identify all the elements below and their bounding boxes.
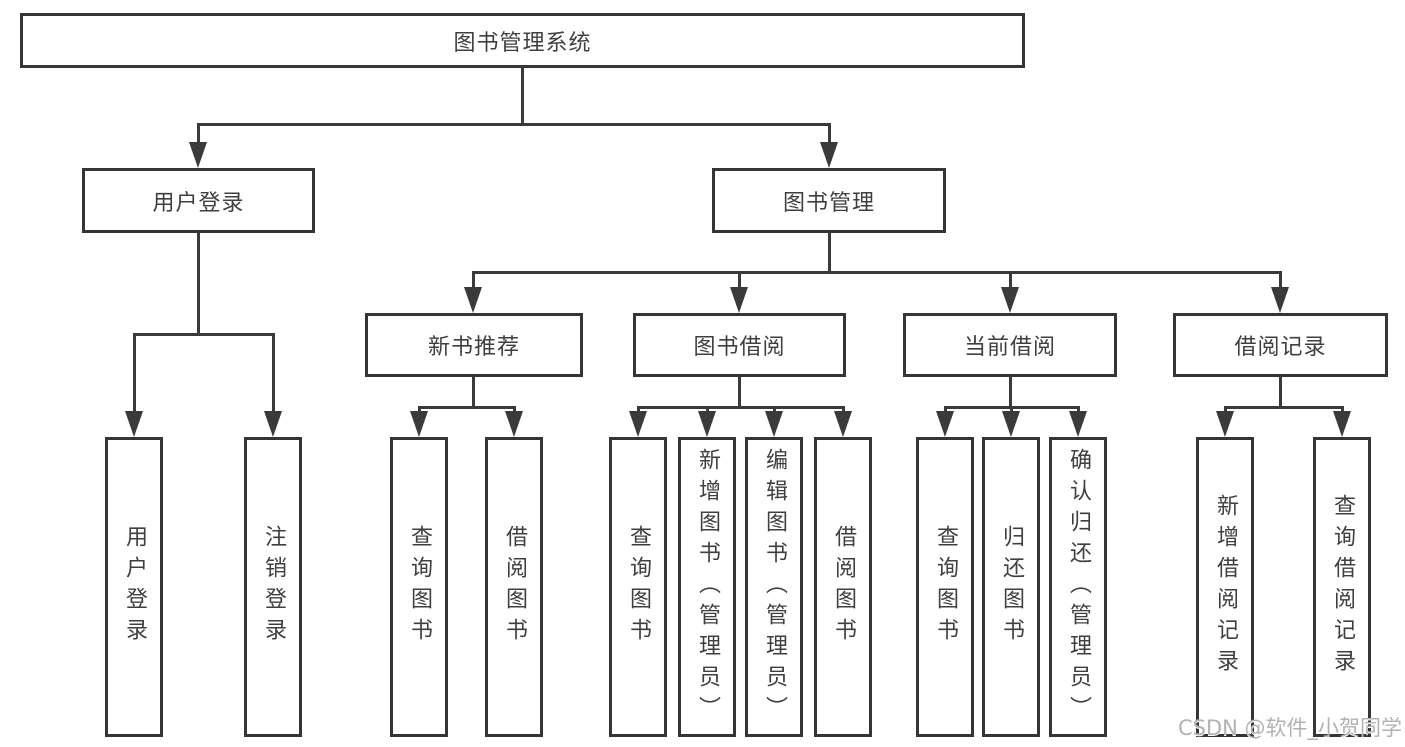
leaf-borrow-books: 借阅图书 — [814, 437, 872, 737]
leaf-confirm-return-admin: 确认归还（管理员） — [1049, 437, 1107, 737]
arrowhead — [698, 411, 716, 437]
leaf-recommend-borrow-books: 借阅图书 — [485, 437, 543, 737]
connector-line — [513, 406, 516, 414]
node-root: 图书管理系统 — [20, 13, 1025, 68]
node-book-management-label: 图书管理 — [782, 190, 875, 216]
leaf-borrow-books-label: 借阅图书 — [831, 525, 856, 649]
leaf-add-books-admin-label: 新增图书（管理员） — [695, 447, 720, 727]
connector-line — [1341, 406, 1344, 414]
leaf-user-login: 用户登录 — [105, 437, 163, 737]
connector-line — [418, 406, 421, 414]
connector-line — [472, 271, 475, 291]
connector-line — [637, 406, 845, 409]
arrowhead — [264, 411, 282, 437]
connector-line — [1224, 406, 1227, 414]
connector-line — [197, 233, 200, 336]
node-borrow-records: 借阅记录 — [1173, 313, 1388, 377]
connector-line — [521, 68, 524, 126]
leaf-edit-books-admin: 编辑图书（管理员） — [745, 437, 803, 737]
connector-line — [738, 271, 741, 291]
leaf-query-borrow-record: 查询借阅记录 — [1313, 437, 1371, 737]
arrowhead — [1069, 411, 1087, 437]
connector-line — [944, 406, 947, 414]
connector-line — [197, 123, 200, 145]
leaf-return-books-label: 归还图书 — [999, 525, 1024, 649]
arrowhead — [505, 411, 523, 437]
leaf-current-query-books-label: 查询图书 — [933, 525, 958, 649]
connector-line — [828, 123, 831, 145]
leaf-borrow-query-books-label: 查询图书 — [626, 525, 651, 649]
connector-line — [133, 333, 136, 413]
leaf-borrow-query-books: 查询图书 — [609, 437, 667, 737]
node-new-book-recommend-label: 新书推荐 — [427, 335, 520, 360]
node-user-login: 用户登录 — [82, 168, 315, 233]
leaf-current-query-books: 查询图书 — [916, 437, 974, 737]
leaf-add-borrow-record-label: 新增借阅记录 — [1213, 494, 1238, 680]
leaf-recommend-query-books: 查询图书 — [390, 437, 448, 737]
connector-line — [133, 333, 275, 336]
node-current-borrow-label: 当前借阅 — [963, 335, 1056, 360]
leaf-query-borrow-record-label: 查询借阅记录 — [1330, 494, 1355, 680]
leaf-edit-books-admin-label: 编辑图书（管理员） — [762, 447, 787, 727]
node-user-login-label: 用户登录 — [152, 190, 245, 216]
arrowhead — [1216, 411, 1234, 437]
arrowhead — [629, 411, 647, 437]
arrowhead — [410, 411, 428, 437]
connector-line — [472, 271, 1282, 274]
connector-line — [773, 406, 776, 414]
arrowhead — [1271, 287, 1289, 313]
arrowhead — [464, 287, 482, 313]
connector-line — [637, 406, 640, 414]
connector-line — [706, 406, 709, 414]
connector-line — [272, 333, 275, 413]
arrowhead — [1002, 411, 1020, 437]
arrowhead — [834, 411, 852, 437]
connector-line — [1010, 406, 1013, 414]
leaf-recommend-borrow-books-label: 借阅图书 — [502, 525, 527, 649]
node-root-label: 图书管理系统 — [453, 30, 592, 56]
arrowhead — [765, 411, 783, 437]
connector-line — [828, 233, 831, 273]
leaf-recommend-query-books-label: 查询图书 — [407, 525, 432, 649]
connector-line — [1009, 271, 1012, 291]
arrowhead — [189, 142, 207, 168]
leaf-confirm-return-admin-label: 确认归还（管理员） — [1066, 447, 1091, 727]
node-borrow-records-label: 借阅记录 — [1234, 335, 1327, 360]
connector-line — [472, 377, 475, 408]
connector-line — [197, 123, 831, 126]
connector-line — [1279, 377, 1282, 408]
arrowhead — [936, 411, 954, 437]
leaf-add-books-admin: 新增图书（管理员） — [678, 437, 736, 737]
node-book-borrow: 图书借阅 — [633, 313, 846, 377]
connector-line — [842, 406, 845, 414]
connector-line — [1279, 271, 1282, 291]
connector-line — [418, 406, 516, 409]
arrowhead — [730, 287, 748, 313]
csdn-watermark: CSDN @软件_小贺同学 — [1178, 716, 1403, 740]
node-current-borrow: 当前借阅 — [903, 313, 1117, 377]
leaf-return-books: 归还图书 — [982, 437, 1040, 737]
node-book-management: 图书管理 — [712, 168, 946, 233]
arrowhead — [820, 142, 838, 168]
node-new-book-recommend: 新书推荐 — [365, 313, 583, 377]
connector-line — [1009, 377, 1012, 408]
leaf-user-login-label: 用户登录 — [122, 525, 147, 649]
arrowhead — [125, 411, 143, 437]
leaf-logout: 注销登录 — [244, 437, 302, 737]
connector-line — [1077, 406, 1080, 414]
arrowhead — [1333, 411, 1351, 437]
leaf-add-borrow-record: 新增借阅记录 — [1196, 437, 1254, 737]
connector-line — [1224, 406, 1344, 409]
node-book-borrow-label: 图书借阅 — [693, 335, 786, 360]
arrowhead — [1001, 287, 1019, 313]
leaf-logout-label: 注销登录 — [261, 525, 286, 649]
connector-line — [738, 377, 741, 408]
